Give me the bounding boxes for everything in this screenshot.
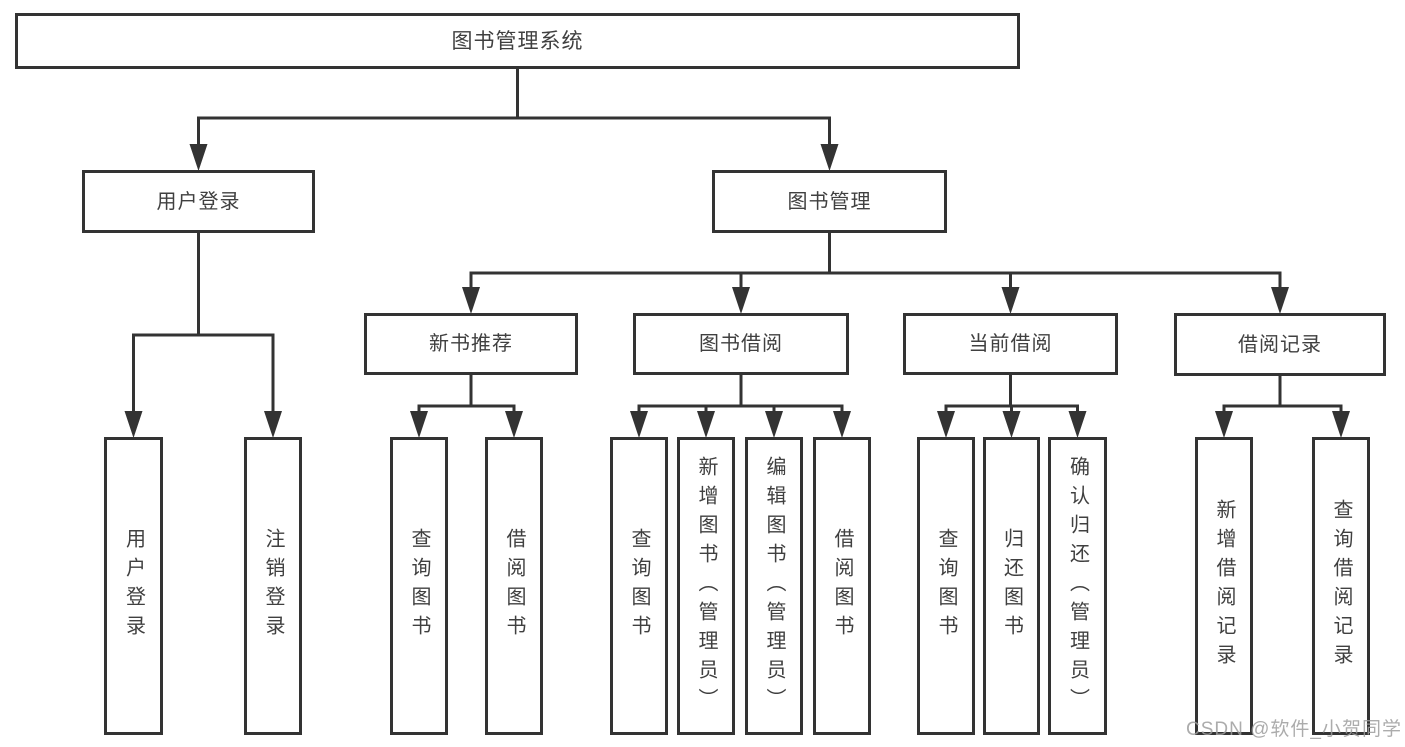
node-leaf-cb-return: 归还图书	[983, 437, 1040, 735]
node-l3-borrow-record: 借阅记录	[1174, 313, 1386, 376]
node-leaf-user-login: 用户登录	[104, 437, 163, 735]
node-leaf-bb-edit: 编辑图书（管理员）	[745, 437, 803, 735]
arrowhead-icon	[124, 411, 143, 438]
watermark: CSDN @软件_小贺同学	[1186, 719, 1402, 740]
node-leaf-br-add: 新增借阅记录	[1195, 437, 1253, 735]
node-leaf-nb-borrow: 借阅图书	[485, 437, 543, 735]
arrowhead-icon	[1332, 411, 1350, 438]
arrowhead-icon	[1002, 411, 1021, 438]
arrowhead-icon	[833, 411, 851, 438]
arrowhead-icon	[820, 144, 839, 171]
node-l2-user-login: 用户登录	[82, 170, 315, 233]
arrowhead-icon	[505, 411, 523, 438]
arrowhead-icon	[1001, 287, 1020, 314]
node-l3-current-borrow: 当前借阅	[903, 313, 1118, 375]
node-leaf-cb-confirm: 确认归还（管理员）	[1048, 437, 1107, 735]
arrowhead-icon	[765, 411, 783, 438]
arrowhead-icon	[630, 411, 648, 438]
node-l2-book-mgmt: 图书管理	[712, 170, 947, 233]
arrowhead-icon	[732, 287, 750, 314]
node-leaf-bb-borrow: 借阅图书	[813, 437, 871, 735]
arrowhead-icon	[1215, 411, 1233, 438]
node-leaf-br-query: 查询借阅记录	[1312, 437, 1370, 735]
arrowhead-icon	[1068, 411, 1087, 438]
arrowhead-icon	[462, 287, 480, 314]
node-leaf-nb-query: 查询图书	[390, 437, 448, 735]
node-leaf-bb-add: 新增图书（管理员）	[677, 437, 735, 735]
arrowhead-icon	[697, 411, 715, 438]
arrowhead-icon	[264, 411, 282, 438]
node-root: 图书管理系统	[15, 13, 1020, 69]
node-leaf-logout: 注销登录	[244, 437, 302, 735]
node-l3-new-book: 新书推荐	[364, 313, 578, 375]
arrowhead-icon	[189, 144, 208, 171]
node-leaf-bb-query: 查询图书	[610, 437, 668, 735]
node-l3-book-borrow: 图书借阅	[633, 313, 849, 375]
arrowhead-icon	[1271, 287, 1289, 314]
arrowhead-icon	[410, 411, 428, 438]
node-leaf-cb-query: 查询图书	[917, 437, 975, 735]
arrowhead-icon	[937, 411, 955, 438]
